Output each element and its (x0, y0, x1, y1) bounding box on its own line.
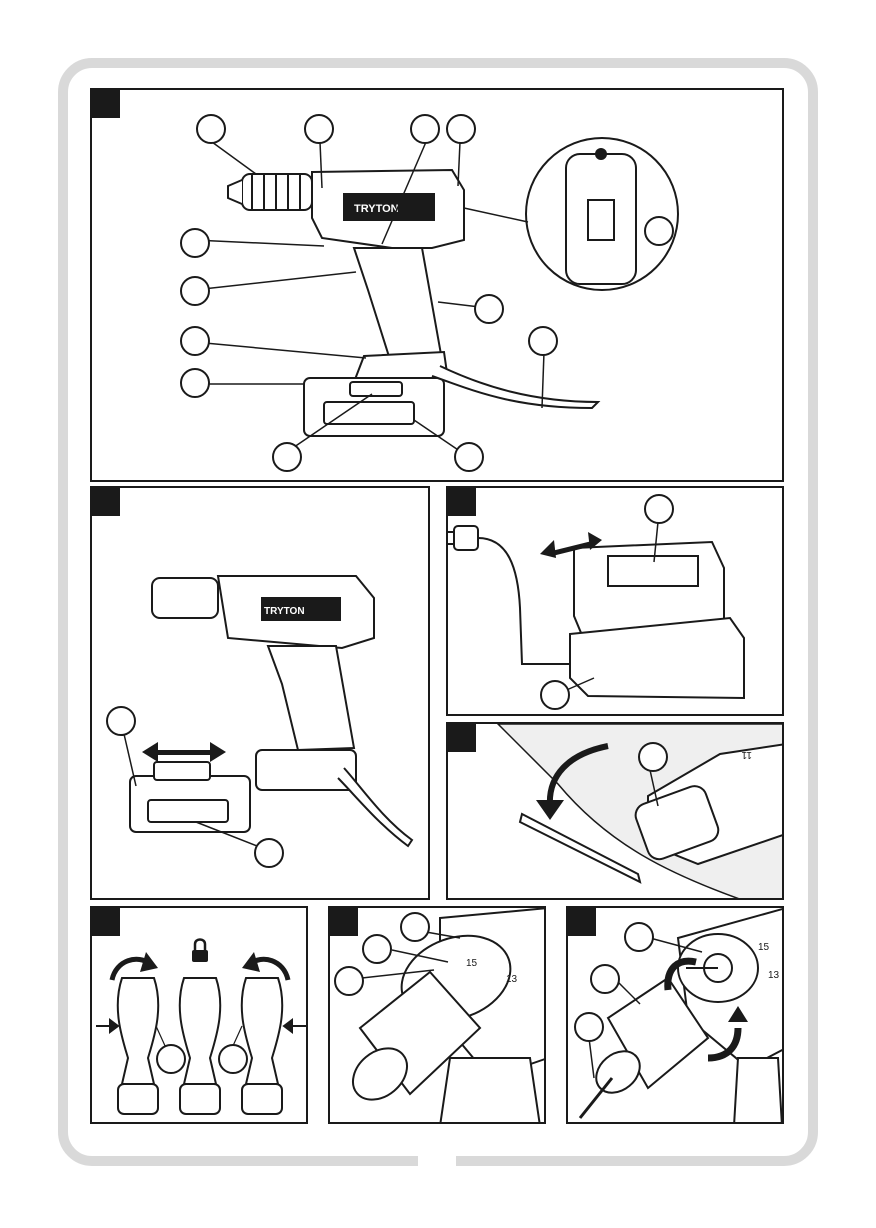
direction-switch-illustration (92, 908, 308, 1124)
callout-7 (180, 326, 210, 356)
callout-21 (400, 912, 430, 942)
callout-24 (624, 922, 654, 952)
figure-3-panel (446, 486, 784, 716)
figure-1-panel: TRYTON (90, 88, 784, 482)
figure-4-panel: 11 (446, 722, 784, 900)
callout-10 (454, 442, 484, 472)
torque-mark-15: 15 (466, 958, 478, 969)
charger-illustration (448, 488, 784, 716)
brand-label: TRYTON (354, 203, 399, 215)
callout-13 (644, 216, 674, 246)
callout-11 (474, 294, 504, 324)
callout-18 (638, 742, 668, 772)
torque-mark-15: 15 (758, 942, 770, 953)
callout-2 (304, 114, 334, 144)
figure-2-panel: TRYTON (90, 486, 430, 900)
figure-6-panel: 15 13 (328, 906, 546, 1124)
callout-4 (446, 114, 476, 144)
torque-mark-13: 13 (506, 974, 518, 985)
callout-15 (254, 838, 284, 868)
switch-position-left-icon (118, 978, 158, 1084)
callout-12 (528, 326, 558, 356)
callout-14 (106, 706, 136, 736)
callout-26 (574, 1012, 604, 1042)
plug-icon (454, 526, 478, 550)
chuck-icon (152, 578, 218, 618)
callout-5 (180, 228, 210, 258)
torque-mark: 11 (741, 749, 752, 760)
callout-23 (334, 966, 364, 996)
figure-7-panel: 15 13 (566, 906, 784, 1124)
frame-gap (418, 1150, 456, 1170)
lock-icon (192, 940, 208, 963)
callout-3 (410, 114, 440, 144)
switch-position-center-icon (180, 978, 220, 1084)
brand-label: TRYTON (264, 606, 305, 617)
screw-icon (580, 1078, 612, 1118)
hex-key-illustration: 11 (448, 724, 784, 900)
battery-insert-illustration: TRYTON (92, 488, 430, 900)
chuck-icon (228, 174, 312, 210)
callout-1 (196, 114, 226, 144)
callout-17 (540, 680, 570, 710)
callout-19 (156, 1044, 186, 1074)
callout-20 (218, 1044, 248, 1074)
torque-collar-illustration: 15 13 (330, 908, 546, 1124)
callout-9 (272, 442, 302, 472)
callout-6 (180, 276, 210, 306)
chuck-removal-illustration: 15 13 (568, 908, 784, 1124)
callout-16 (644, 494, 674, 524)
double-arrow-icon (142, 742, 226, 762)
callout-22 (362, 934, 392, 964)
callout-25 (590, 964, 620, 994)
figure-5-panel (90, 906, 308, 1124)
callout-8 (180, 368, 210, 398)
torque-mark-13: 13 (768, 970, 780, 981)
switch-position-right-icon (242, 978, 282, 1084)
